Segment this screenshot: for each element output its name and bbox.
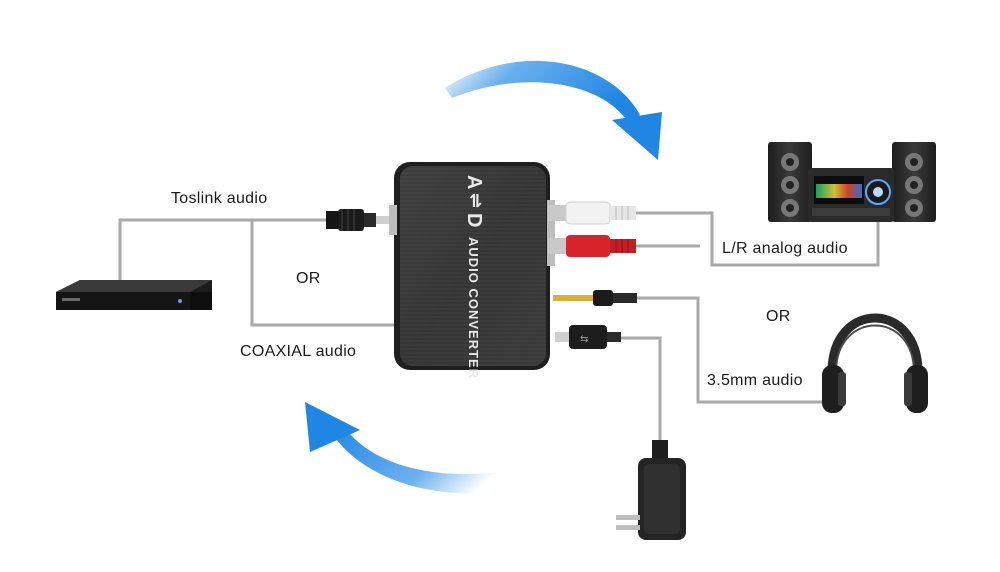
rca-white-plug — [548, 201, 636, 225]
output-cables — [620, 211, 880, 445]
signal-flow-arrow-bottom — [305, 402, 520, 494]
toslink-plug — [326, 209, 394, 231]
device-title-a: A — [463, 175, 485, 189]
device-title-arrows: ⇌ — [466, 193, 486, 208]
device-name: AUDIO CONVERTER — [466, 237, 481, 379]
svg-text:⇆: ⇆ — [580, 334, 588, 345]
power-adapter — [616, 440, 686, 540]
coaxial-cable — [250, 220, 395, 327]
or-input-label: OR — [296, 270, 321, 287]
input-cables — [118, 218, 395, 327]
mm35-plug — [553, 290, 637, 306]
or-output-label: OR — [766, 308, 791, 325]
mm35-audio-label: 3.5mm audio — [707, 372, 803, 389]
power-cable — [620, 336, 662, 445]
toslink-audio-label: Toslink audio — [171, 190, 268, 207]
ad-audio-converter-device: A ⇌ D AUDIO CONVERTER — [389, 162, 555, 379]
stereo-system — [768, 142, 936, 222]
rca-red-plug — [548, 235, 636, 257]
source-player-device — [56, 280, 212, 310]
micro-usb-plug: ⇆ — [555, 325, 621, 349]
coaxial-audio-label: COAXIAL audio — [240, 343, 357, 360]
mm35-cable — [636, 296, 838, 404]
toslink-cable — [118, 218, 330, 280]
lr-analog-cable-white — [636, 211, 880, 267]
headphones — [822, 313, 928, 413]
lr-analog-audio-label: L/R analog audio — [722, 240, 848, 257]
device-title-d: D — [463, 213, 485, 227]
signal-flow-arrow-top — [445, 60, 662, 160]
